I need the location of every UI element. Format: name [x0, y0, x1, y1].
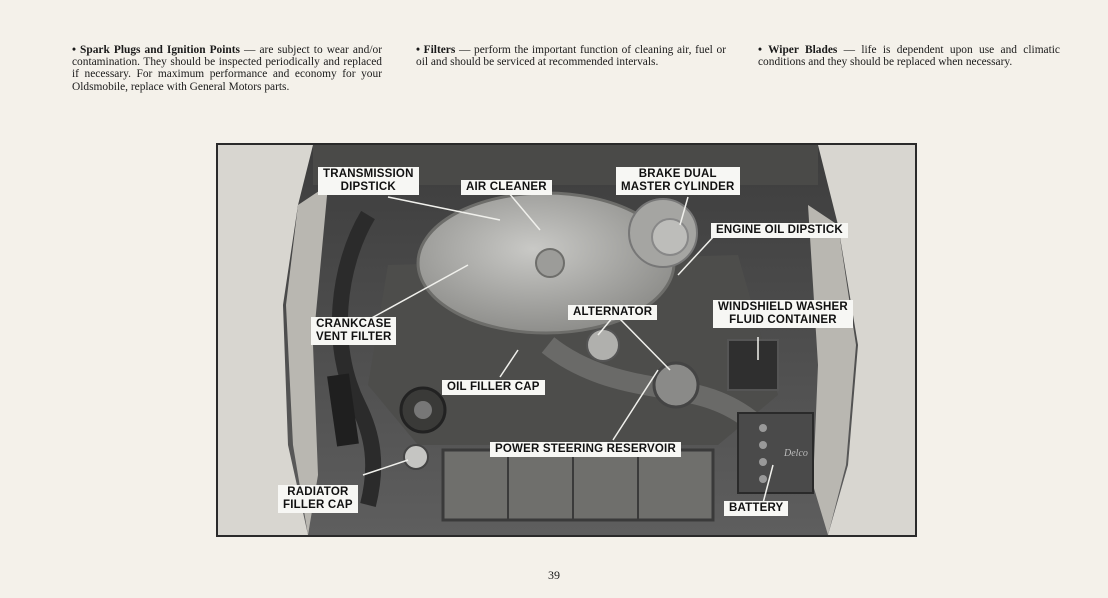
text-column-filters: • Filters — perform the important functi…: [416, 44, 726, 68]
label-engine-oil-dipstick: ENGINE OIL DIPSTICK: [711, 223, 848, 238]
label-air-cleaner: AIR CLEANER: [461, 180, 552, 195]
label-transmission-dipstick: TRANSMISSION DIPSTICK: [318, 167, 419, 195]
body-wiper-blades: — life is dependent upon use and climati…: [758, 44, 1060, 69]
label-windshield-washer: WINDSHIELD WASHER FLUID CONTAINER: [713, 300, 853, 328]
label-power-steering-reservoir: POWER STEERING RESERVOIR: [490, 442, 681, 457]
engine-illustration: Delco: [218, 145, 915, 535]
label-radiator-filler-cap: RADIATOR FILLER CAP: [278, 485, 358, 513]
body-filters: — perform the important function of clea…: [416, 44, 726, 69]
body-spark-plugs: — are subject to wear and/or contaminati…: [72, 44, 382, 93]
label-crankcase-vent-filter: CRANKCASE VENT FILTER: [311, 317, 397, 345]
label-brake-master-cylinder: BRAKE DUAL MASTER CYLINDER: [616, 167, 740, 195]
heading-spark-plugs: • Spark Plugs and Ignition Points: [72, 44, 240, 56]
heading-filters: • Filters: [416, 44, 456, 56]
page-number: 39: [548, 568, 560, 582]
battery-brand-text: Delco: [783, 448, 808, 459]
heading-wiper-blades: • Wiper Blades: [758, 44, 838, 56]
label-battery: BATTERY: [724, 501, 789, 516]
label-alternator: ALTERNATOR: [568, 305, 658, 320]
text-column-wiper-blades: • Wiper Blades — life is dependent upon …: [758, 44, 1060, 68]
engine-compartment-photo: Delco TRANSMISSION DIPSTICK AIR CLEANE: [216, 143, 917, 537]
label-oil-filler-cap: OIL FILLER CAP: [442, 380, 545, 395]
text-column-spark-plugs: • Spark Plugs and Ignition Points — are …: [72, 44, 382, 93]
